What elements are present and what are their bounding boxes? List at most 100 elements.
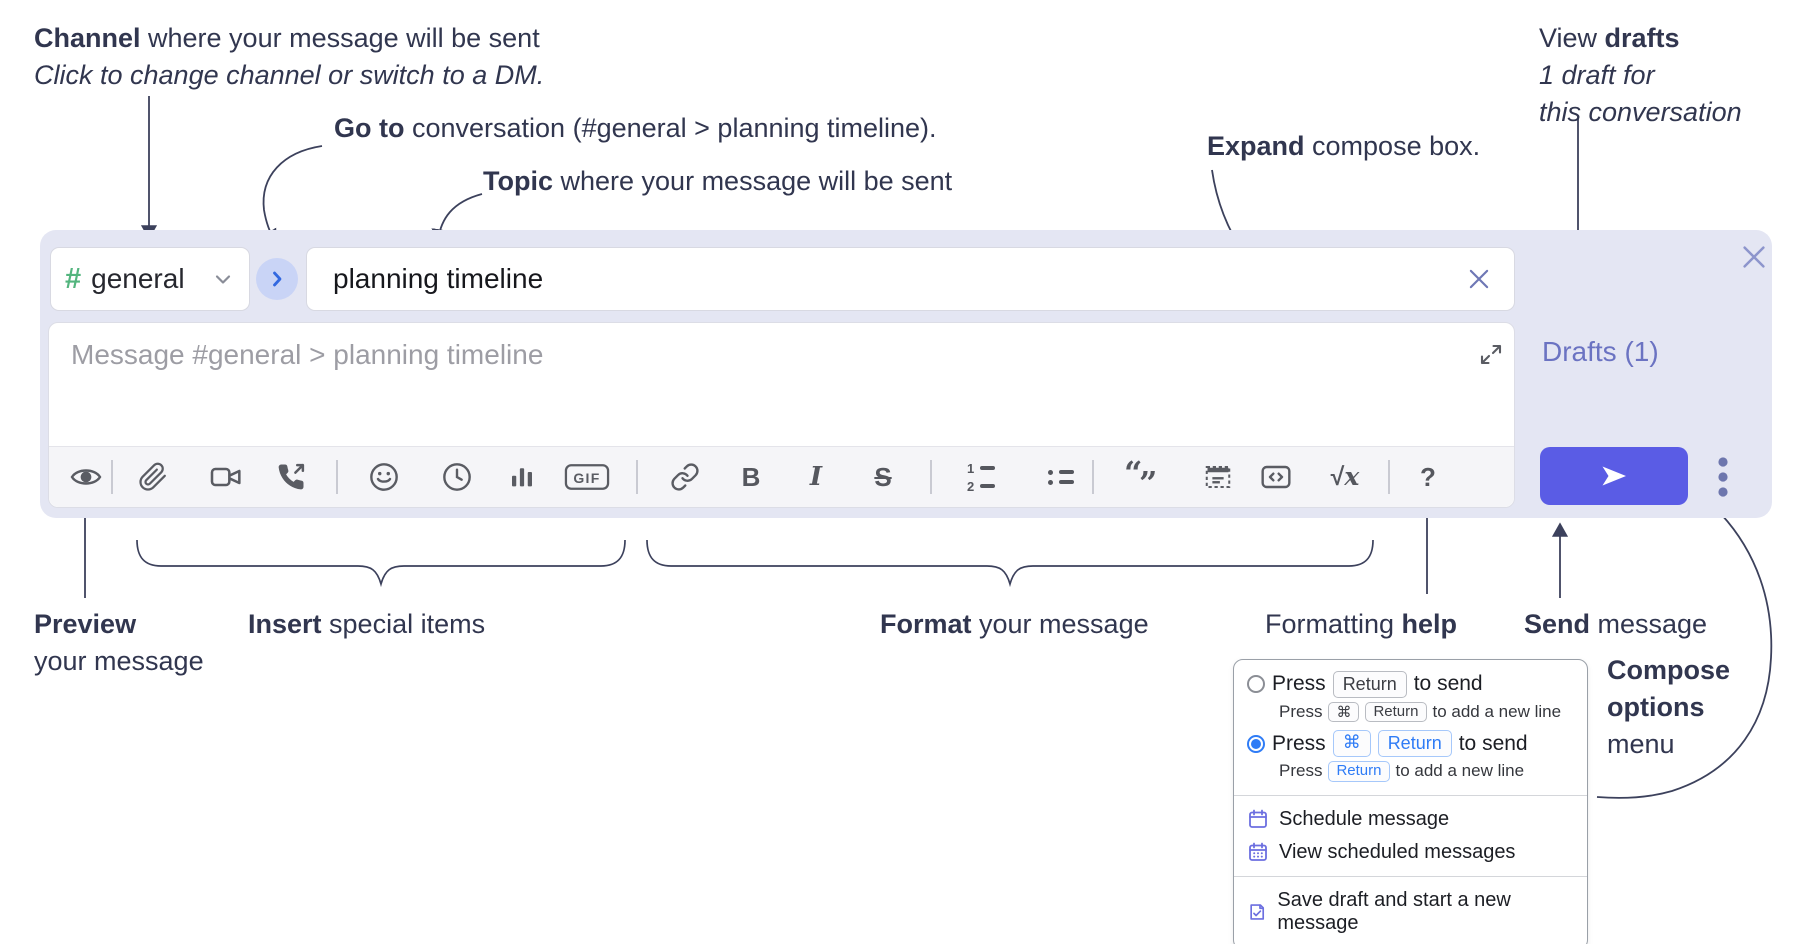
cmd-key: ⌘ (1332, 730, 1371, 757)
goto-annotation: Go to conversation (#general > planning … (334, 113, 937, 143)
radio-unselected-icon[interactable] (1247, 675, 1265, 694)
insert-annotation: Insert special items (248, 609, 486, 639)
expand-icon (1480, 344, 1502, 365)
toolbar-divider (336, 460, 338, 494)
gif-icon-label: GIF (573, 470, 600, 486)
toolbar-divider (930, 460, 932, 494)
return-key: Return (1377, 730, 1452, 757)
topic-value: planning timeline (333, 263, 544, 294)
link-button[interactable] (667, 458, 703, 496)
preview-annotation: Preview your message (34, 609, 204, 676)
drafts-link[interactable]: Drafts (1) (1542, 336, 1659, 367)
spoiler-icon (1205, 466, 1231, 488)
goto-arrow (262, 145, 323, 245)
compose-options-annotation: Compose options menu (1607, 655, 1731, 759)
clear-topic-button[interactable] (1466, 266, 1492, 292)
link-icon (671, 463, 699, 491)
formatting-help-button[interactable]: ? (1410, 458, 1446, 496)
channel-selector[interactable]: # general (50, 247, 250, 311)
phone-outgoing-icon (278, 463, 305, 490)
math-icon: √x (1330, 462, 1360, 491)
message-textarea[interactable]: Message #general > planning timeline (48, 322, 1515, 508)
chevron-right-icon (273, 271, 282, 287)
video-call-button[interactable] (208, 458, 244, 496)
return-key: Return (1365, 701, 1427, 723)
enter-sends-option[interactable]: Press Return to send (1234, 669, 1587, 700)
radio-selected-icon[interactable] (1247, 734, 1265, 753)
calendar-dots-icon (1249, 842, 1267, 861)
send-annotation: Send message (1524, 609, 1708, 639)
code-icon (1261, 465, 1291, 489)
paper-plane-icon (1602, 466, 1626, 486)
compose-toolbar: GIF B I S 1 2 (49, 446, 1514, 507)
preview-button[interactable] (68, 458, 104, 496)
view-drafts-annotation: View drafts 1 draft for this conversatio… (1539, 23, 1742, 127)
question-mark-icon: ? (1420, 462, 1436, 492)
close-icon (1743, 246, 1765, 268)
global-time-button[interactable] (439, 458, 475, 496)
clock-icon (443, 463, 471, 491)
send-button[interactable] (1540, 447, 1688, 505)
italic-icon: I (809, 462, 823, 492)
compose-options-button[interactable] (1706, 454, 1740, 500)
chevron-down-icon (211, 267, 235, 291)
toolbar-divider (636, 460, 638, 494)
goto-conversation-button[interactable] (256, 258, 298, 300)
spoiler-button[interactable] (1200, 458, 1236, 496)
attach-file-button[interactable] (135, 458, 171, 496)
close-compose-button[interactable] (1738, 241, 1770, 273)
gif-button[interactable]: GIF (563, 458, 611, 496)
strikethrough-button[interactable]: S (865, 458, 901, 496)
bold-icon: B (741, 462, 761, 492)
vertical-dots-icon (1718, 457, 1728, 497)
emoji-button[interactable] (366, 458, 402, 496)
bold-button[interactable]: B (733, 458, 769, 496)
code-button[interactable] (1258, 458, 1294, 496)
strikethrough-icon: S (874, 462, 892, 492)
quote-icon: “ ” (1124, 454, 1158, 502)
toolbar-divider (111, 460, 113, 494)
view-scheduled-messages-item[interactable]: View scheduled messages (1234, 836, 1587, 869)
numbered-list-button[interactable]: 1 2 (963, 458, 999, 496)
numbered-list-icon: 1 2 (967, 462, 995, 493)
audio-call-button[interactable] (273, 458, 309, 496)
bulleted-list-icon (1046, 469, 1074, 485)
save-draft-item[interactable]: Save draft and start a new message (1234, 884, 1587, 940)
bar-chart-icon (512, 468, 532, 487)
italic-button[interactable]: I (798, 458, 834, 496)
return-key: Return (1332, 671, 1407, 698)
enter-sends-subtext: Press ⌘ Return to add a new line (1279, 701, 1562, 723)
calendar-icon (1249, 809, 1267, 828)
topic-input[interactable]: planning timeline (306, 247, 1515, 311)
topic-annotation: Topic where your message will be sent (483, 166, 953, 196)
toolbar-divider (1092, 460, 1094, 494)
video-camera-icon (210, 467, 241, 487)
poll-button[interactable] (504, 458, 540, 496)
return-key: Return (1328, 760, 1390, 782)
channel-annotation: Channel where your message will be sent … (34, 23, 545, 90)
insert-brace (136, 539, 626, 588)
compose-options-menu: Press Return to send Press ⌘ Return to a… (1233, 659, 1588, 944)
hash-icon: # (65, 262, 82, 295)
bulleted-list-button[interactable] (1042, 458, 1078, 496)
menu-divider (1234, 875, 1587, 877)
format-annotation: Format your message (880, 609, 1149, 639)
close-icon (1469, 269, 1489, 289)
schedule-message-item[interactable]: Schedule message (1234, 803, 1587, 836)
cmd-key: ⌘ (1328, 701, 1360, 723)
draft-check-icon (1250, 903, 1265, 920)
toolbar-divider (1388, 460, 1390, 494)
message-placeholder: Message #general > planning timeline (71, 339, 544, 370)
expand-compose-button[interactable] (1477, 340, 1505, 368)
math-button[interactable]: √x (1323, 458, 1367, 496)
menu-divider (1234, 794, 1587, 796)
paperclip-icon (139, 462, 166, 491)
quote-button[interactable]: “ ” (1123, 454, 1159, 502)
cmd-enter-sends-subtext: Press Return to add a new line (1279, 760, 1525, 782)
formatting-help-annotation: Formatting help (1265, 609, 1458, 639)
smiley-icon (370, 463, 398, 491)
cmd-enter-sends-option[interactable]: Press ⌘ Return to send (1234, 728, 1587, 759)
channel-name: general (91, 263, 185, 294)
expand-annotation: Expand compose box. (1207, 131, 1481, 161)
